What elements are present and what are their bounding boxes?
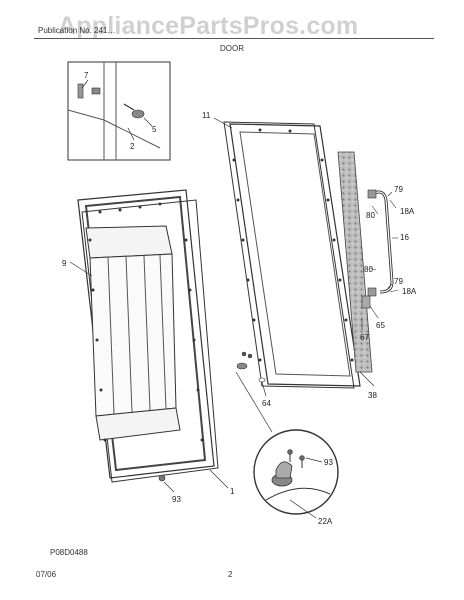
callout-38: 38 <box>368 391 377 400</box>
hinge-pin-64-part <box>236 362 248 370</box>
callout-11: 11 <box>202 111 211 120</box>
figure-code: P08D0488 <box>50 548 88 557</box>
section-title: DOOR <box>220 44 244 53</box>
callout-80b: 80 <box>364 265 373 274</box>
callout-93b: 93 <box>324 458 333 467</box>
callout-79a: 79 <box>394 185 403 194</box>
hinge-inset <box>67 61 171 161</box>
foam-insulation <box>337 151 373 373</box>
callout-16: 16 <box>400 233 409 242</box>
callout-80a: 80 <box>366 211 375 220</box>
callout-65: 65 <box>376 321 385 330</box>
door-liner-assembly <box>77 189 219 483</box>
callout-22a: 22A <box>318 517 333 526</box>
hinge-detail-circle <box>253 429 339 515</box>
outer-door-panel <box>223 121 361 389</box>
watermark: AppliancePartsPros.com <box>58 12 359 40</box>
callout-2: 2 <box>130 142 135 151</box>
screw-93-part <box>158 474 166 482</box>
callout-5: 5 <box>152 125 157 134</box>
hinge-pin-part <box>91 87 101 95</box>
callout-1: 1 <box>230 487 235 496</box>
footer-date: 07/06 <box>36 570 57 579</box>
callout-18a-bottom: 18A <box>402 287 417 296</box>
callout-18a-top: 18A <box>400 207 415 216</box>
door-handle <box>361 189 394 309</box>
hinge-pin-22a-part <box>275 461 293 479</box>
publication-number: Publication No. 241… <box>38 26 116 35</box>
hinge-bushing-part <box>131 109 145 119</box>
callout-79b: 79 <box>394 277 403 286</box>
header-divider <box>34 38 434 39</box>
page-number: 2 <box>228 570 233 579</box>
callout-64: 64 <box>262 399 271 408</box>
callout-9: 9 <box>62 259 67 268</box>
callout-67: 67 <box>360 333 369 342</box>
callout-93a: 93 <box>172 495 181 504</box>
callout-7: 7 <box>84 71 89 80</box>
handle-bracket-part <box>361 295 371 309</box>
hinge-bracket-part <box>77 83 84 99</box>
